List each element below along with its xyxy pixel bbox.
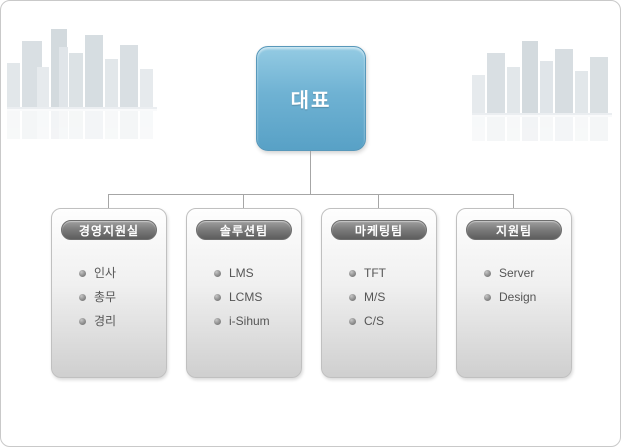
department-title: 경영지원실 bbox=[78, 223, 140, 238]
item-label: 총무 bbox=[94, 290, 117, 304]
bullet-icon bbox=[484, 269, 491, 277]
bullet-icon bbox=[214, 317, 221, 325]
item-label: TFT bbox=[364, 266, 386, 280]
list-item: 경리 bbox=[52, 309, 166, 333]
bullet-icon bbox=[484, 293, 491, 301]
bullet-icon bbox=[349, 293, 356, 301]
connector-ceo-stem bbox=[310, 151, 311, 194]
connector-stub-2 bbox=[243, 194, 244, 208]
department-title: 지원팀 bbox=[495, 223, 533, 238]
list-item: LCMS bbox=[187, 285, 301, 309]
item-label: LMS bbox=[229, 266, 254, 280]
connector-stub-1 bbox=[108, 194, 109, 208]
department-title: 솔루션팀 bbox=[219, 223, 269, 238]
bullet-icon bbox=[349, 317, 356, 325]
department-items: 인사 총무 경리 bbox=[52, 261, 166, 333]
department-items: TFT M/S C/S bbox=[322, 261, 436, 333]
bullet-icon bbox=[79, 317, 86, 325]
list-item: LMS bbox=[187, 261, 301, 285]
list-item: 총무 bbox=[52, 285, 166, 309]
department-items: Server Design bbox=[457, 261, 571, 309]
item-label: 인사 bbox=[94, 266, 117, 280]
department-title: 마케팅팀 bbox=[354, 223, 404, 238]
list-item: TFT bbox=[322, 261, 436, 285]
connector-horizontal bbox=[108, 194, 514, 195]
bullet-icon bbox=[79, 293, 86, 301]
department-card-support: 지원팀 Server Design bbox=[456, 208, 572, 378]
list-item: M/S bbox=[322, 285, 436, 309]
city-skyline-left-image bbox=[7, 29, 157, 139]
connector-stub-4 bbox=[513, 194, 514, 208]
item-label: Server bbox=[499, 266, 535, 280]
item-label: 경리 bbox=[94, 314, 117, 328]
bullet-icon bbox=[349, 269, 356, 277]
item-label: LCMS bbox=[229, 290, 263, 304]
department-items: LMS LCMS i-Sihum bbox=[187, 261, 301, 333]
ceo-label: 대표 bbox=[290, 90, 332, 112]
department-card-solution: 솔루션팀 LMS LCMS i-Sihum bbox=[186, 208, 302, 378]
department-title-badge: 마케팅팀 bbox=[331, 220, 427, 240]
list-item: C/S bbox=[322, 309, 436, 333]
bullet-icon bbox=[214, 269, 221, 277]
connector-stub-3 bbox=[378, 194, 379, 208]
item-label: C/S bbox=[364, 314, 385, 328]
list-item: Server bbox=[457, 261, 571, 285]
city-skyline-right-image bbox=[472, 41, 612, 141]
item-label: M/S bbox=[364, 290, 386, 304]
department-card-management: 경영지원실 인사 총무 경리 bbox=[51, 208, 167, 378]
bullet-icon bbox=[79, 269, 86, 277]
item-label: Design bbox=[499, 290, 537, 304]
item-label: i-Sihum bbox=[229, 314, 270, 328]
bullet-icon bbox=[214, 293, 221, 301]
list-item: i-Sihum bbox=[187, 309, 301, 333]
department-title-badge: 지원팀 bbox=[466, 220, 562, 240]
department-card-marketing: 마케팅팀 TFT M/S C/S bbox=[321, 208, 437, 378]
department-title-badge: 솔루션팀 bbox=[196, 220, 292, 240]
ceo-node: 대표 bbox=[256, 46, 366, 151]
list-item: 인사 bbox=[52, 261, 166, 285]
department-title-badge: 경영지원실 bbox=[61, 220, 157, 240]
list-item: Design bbox=[457, 285, 571, 309]
